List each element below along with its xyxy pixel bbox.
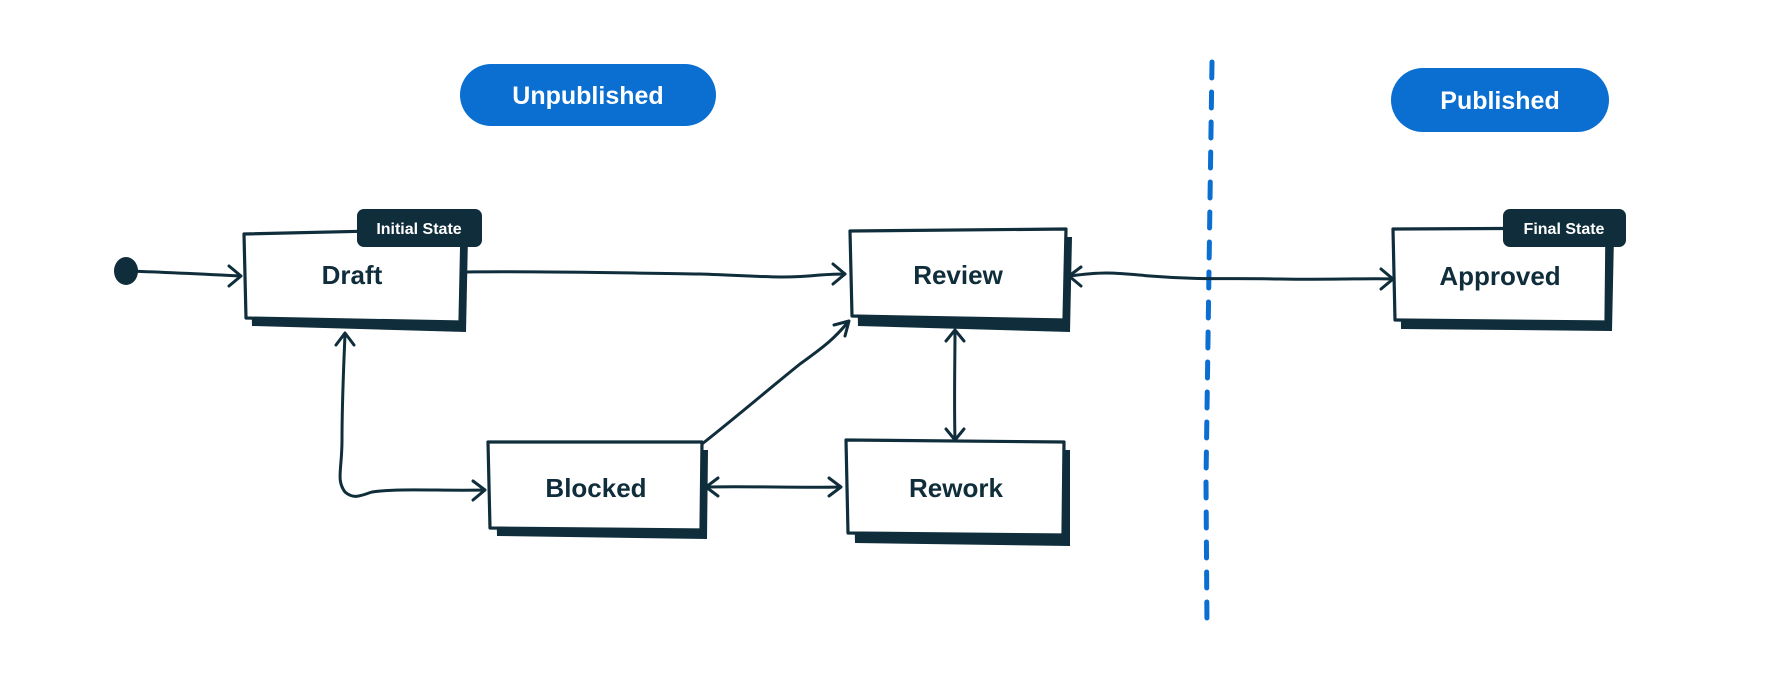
edge-blocked-rework xyxy=(704,476,843,498)
edge-blocked-to-review xyxy=(700,319,851,446)
unpublished-published-divider xyxy=(1203,59,1215,633)
state-draft[interactable]: Draft xyxy=(242,227,468,332)
published-label-text: Published xyxy=(1440,87,1559,115)
final-state-tag-text: Final State xyxy=(1524,221,1605,238)
initial-state-dot xyxy=(114,257,138,285)
state-review-label: Review xyxy=(913,260,1003,290)
published-group-label: Published xyxy=(1391,68,1609,132)
state-rework[interactable]: Rework xyxy=(844,438,1070,546)
edge-review-rework xyxy=(944,328,966,442)
unpublished-group-label: Unpublished xyxy=(460,64,716,126)
initial-state-tag: Initial State xyxy=(357,209,482,247)
state-blocked[interactable]: Blocked xyxy=(486,440,708,539)
state-rework-label: Rework xyxy=(909,473,1003,503)
state-approved-label: Approved xyxy=(1439,261,1560,291)
edge-review-approved xyxy=(1067,265,1395,291)
edge-draft-to-review xyxy=(464,262,847,286)
edge-draft-blocked xyxy=(334,331,487,502)
state-blocked-label: Blocked xyxy=(545,473,646,503)
unpublished-label-text: Unpublished xyxy=(512,82,663,110)
initial-state-tag-text: Initial State xyxy=(376,221,461,238)
state-draft-label: Draft xyxy=(322,260,383,290)
state-review[interactable]: Review xyxy=(848,227,1072,332)
final-state-tag: Final State xyxy=(1503,209,1626,247)
state-approved[interactable]: Approved xyxy=(1391,226,1614,331)
edge-start-to-draft xyxy=(124,264,243,288)
